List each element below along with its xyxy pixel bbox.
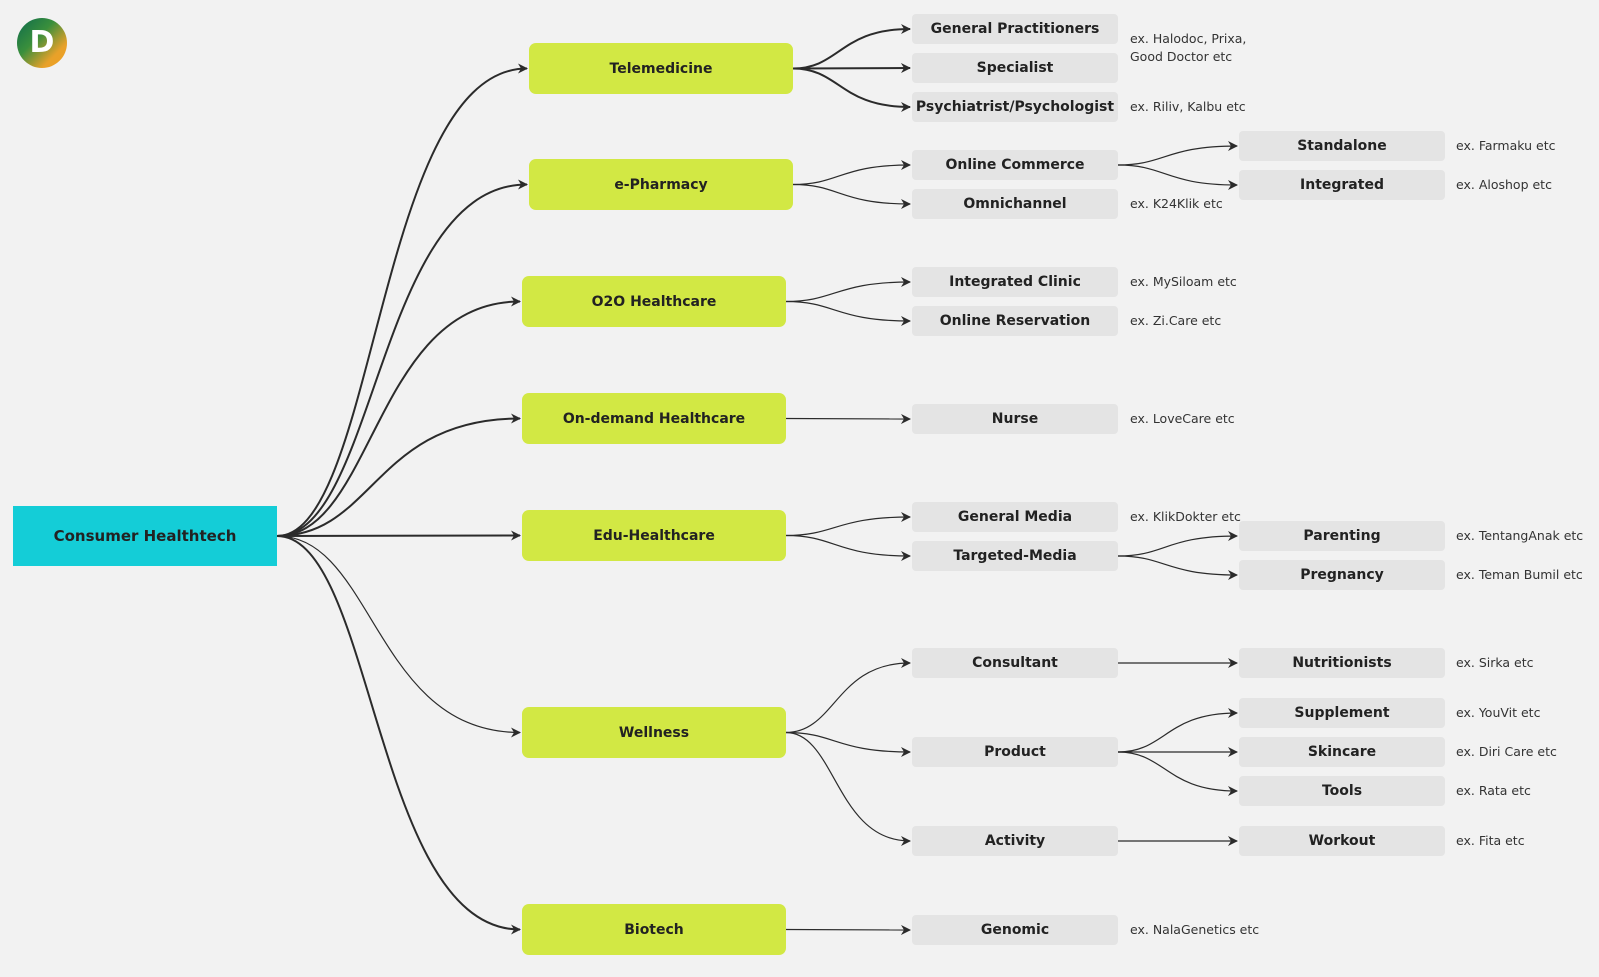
- example-online-reservation: ex. Zi.Care etc: [1130, 313, 1222, 328]
- connector-c1-s3: [792, 160, 911, 186]
- sub-general-media[interactable]: General Media: [912, 502, 1118, 532]
- connector-n-root-c0: [276, 63, 528, 537]
- brand-logo: D: [17, 18, 67, 68]
- connector-s9-t3: [1117, 555, 1238, 580]
- connector-n-root-c1: [276, 179, 528, 537]
- sub-online-reservation[interactable]: Online Reservation: [912, 306, 1118, 336]
- example-telemedicine-gp: ex. Halodoc, Prixa,: [1130, 31, 1247, 46]
- sub-integrated-clinic[interactable]: Integrated Clinic: [912, 267, 1118, 297]
- root-node-consumer-healthtech[interactable]: Consumer Healthtech: [13, 506, 277, 566]
- example-skincare: ex. Diri Care etc: [1456, 744, 1557, 759]
- leaf-parenting[interactable]: Parenting: [1239, 521, 1445, 551]
- connector-s9-t2: [1117, 531, 1238, 557]
- example-telemedicine-gp-cont: Good Doctor etc: [1130, 49, 1233, 64]
- example-workout: ex. Fita etc: [1456, 833, 1525, 848]
- connector-c0-s2: [792, 67, 911, 112]
- category-telemedicine[interactable]: Telemedicine: [529, 43, 793, 94]
- example-tools: ex. Rata etc: [1456, 783, 1531, 798]
- example-nutritionists: ex. Sirka etc: [1456, 655, 1534, 670]
- connector-n-root-c3: [276, 413, 521, 537]
- sub-consultant[interactable]: Consultant: [912, 648, 1118, 678]
- sub-nurse[interactable]: Nurse: [912, 404, 1118, 434]
- connector-c6-s13: [785, 924, 911, 935]
- connector-c5-s10: [785, 658, 911, 734]
- example-psychiatrist: ex. Riliv, Kalbu etc: [1130, 99, 1246, 114]
- example-parenting: ex. TentangAnak etc: [1456, 528, 1584, 543]
- connector-s3-t1: [1117, 164, 1238, 190]
- connector-n-root-c5: [276, 535, 521, 738]
- connector-c4-s8: [785, 512, 911, 537]
- leaf-workout[interactable]: Workout: [1239, 826, 1445, 856]
- leaf-standalone[interactable]: Standalone: [1239, 131, 1445, 161]
- leaf-tools[interactable]: Tools: [1239, 776, 1445, 806]
- connector-c5-s11: [785, 731, 911, 757]
- leaf-supplement[interactable]: Supplement: [1239, 698, 1445, 728]
- connector-n-root-c2: [276, 296, 521, 537]
- category-e-pharmacy[interactable]: e-Pharmacy: [529, 159, 793, 210]
- connector-c3-s7: [785, 413, 911, 424]
- connector-c2-s6: [785, 300, 911, 326]
- sub-product[interactable]: Product: [912, 737, 1118, 767]
- leaf-nutritionists[interactable]: Nutritionists: [1239, 648, 1445, 678]
- connector-c4-s9: [785, 534, 911, 561]
- sub-general-practitioners[interactable]: General Practitioners: [912, 14, 1118, 44]
- example-general-media: ex. KlikDokter etc: [1130, 509, 1241, 524]
- sub-activity[interactable]: Activity: [912, 826, 1118, 856]
- category-edu-healthcare[interactable]: Edu-Healthcare: [522, 510, 786, 561]
- example-supplement: ex. YouVit etc: [1456, 705, 1541, 720]
- connector-n-root-c4: [276, 530, 521, 541]
- category-biotech[interactable]: Biotech: [522, 904, 786, 955]
- example-genomic: ex. NalaGenetics etc: [1130, 922, 1260, 937]
- connector-c5-s12: [785, 731, 911, 846]
- example-nurse: ex. LoveCare etc: [1130, 411, 1235, 426]
- example-integrated-clinic: ex. MySiloam etc: [1130, 274, 1237, 289]
- category-on-demand-healthcare[interactable]: On-demand Healthcare: [522, 393, 786, 444]
- logo-letter: D: [29, 25, 55, 60]
- sub-psychiatrist-psychologist[interactable]: Psychiatrist/Psychologist: [912, 92, 1118, 122]
- example-pregnancy: ex. Teman Bumil etc: [1456, 567, 1583, 582]
- connector-s11-t7: [1117, 751, 1238, 796]
- leaf-integrated[interactable]: Integrated: [1239, 170, 1445, 200]
- connector-c0-s0: [792, 24, 911, 70]
- example-omnichannel: ex. K24Klik etc: [1130, 196, 1223, 211]
- sub-specialist[interactable]: Specialist: [912, 53, 1118, 83]
- example-integrated: ex. Aloshop etc: [1456, 177, 1552, 192]
- connector-s11-t5: [1117, 708, 1238, 753]
- connector-n-root-c6: [276, 535, 521, 935]
- category-wellness[interactable]: Wellness: [522, 707, 786, 758]
- connector-c1-s4: [792, 183, 911, 209]
- sub-omnichannel[interactable]: Omnichannel: [912, 189, 1118, 219]
- leaf-pregnancy[interactable]: Pregnancy: [1239, 560, 1445, 590]
- connector-s3-t0: [1117, 141, 1238, 166]
- category-o2o-healthcare[interactable]: O2O Healthcare: [522, 276, 786, 327]
- example-standalone: ex. Farmaku etc: [1456, 138, 1556, 153]
- sub-genomic[interactable]: Genomic: [912, 915, 1118, 945]
- sub-targeted-media[interactable]: Targeted-Media: [912, 541, 1118, 571]
- connector-c0-s1: [792, 63, 911, 74]
- connector-c2-s5: [785, 277, 911, 303]
- leaf-skincare[interactable]: Skincare: [1239, 737, 1445, 767]
- sub-online-commerce[interactable]: Online Commerce: [912, 150, 1118, 180]
